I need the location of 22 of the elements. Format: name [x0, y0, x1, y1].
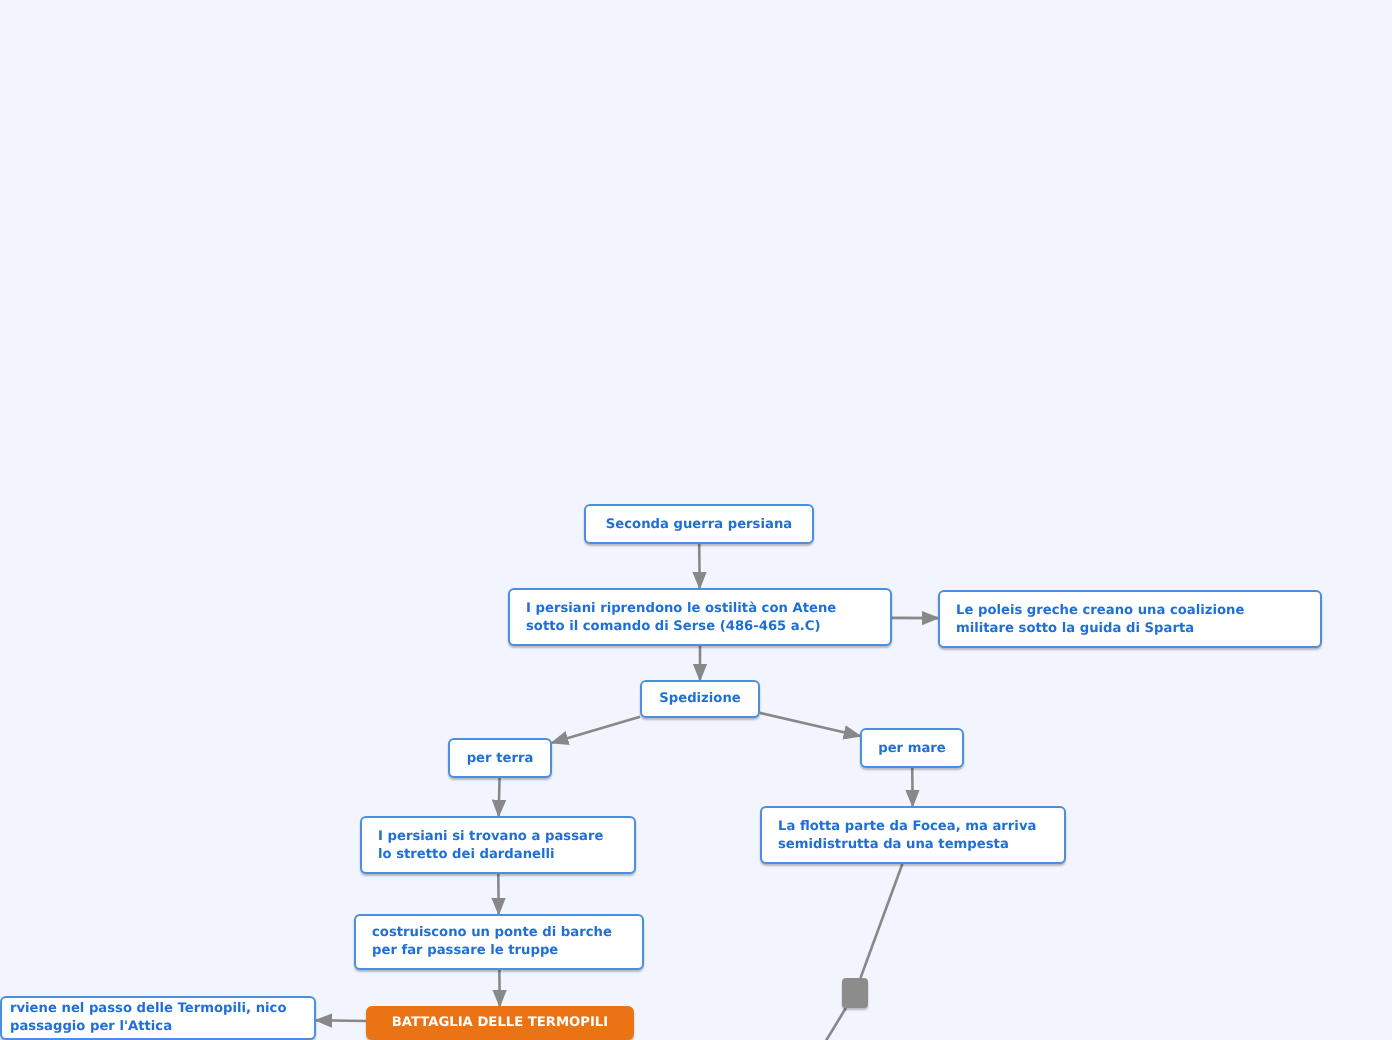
- topic-box: [860, 728, 964, 768]
- arrow: [550, 715, 641, 745]
- arrow: [905, 768, 920, 808]
- topic-box: [508, 588, 892, 646]
- highlighted-topic-box: [366, 1006, 634, 1040]
- topic-box: [448, 738, 552, 778]
- arrow: [492, 970, 507, 1008]
- arrow: [314, 1013, 366, 1028]
- topic-box: [640, 680, 760, 718]
- arrow: [692, 646, 708, 682]
- arrow: [892, 610, 940, 626]
- arrow: [491, 777, 507, 818]
- topic-box: [760, 806, 1066, 864]
- topic-box: [360, 816, 636, 874]
- connector-node: [842, 978, 868, 1008]
- topic-box: [938, 590, 1322, 648]
- topic-box: [0, 996, 316, 1040]
- arrow: [692, 544, 707, 590]
- topic-box: [584, 504, 814, 544]
- topic-box: [354, 914, 644, 970]
- arrow: [491, 874, 506, 916]
- arrow: [759, 711, 862, 740]
